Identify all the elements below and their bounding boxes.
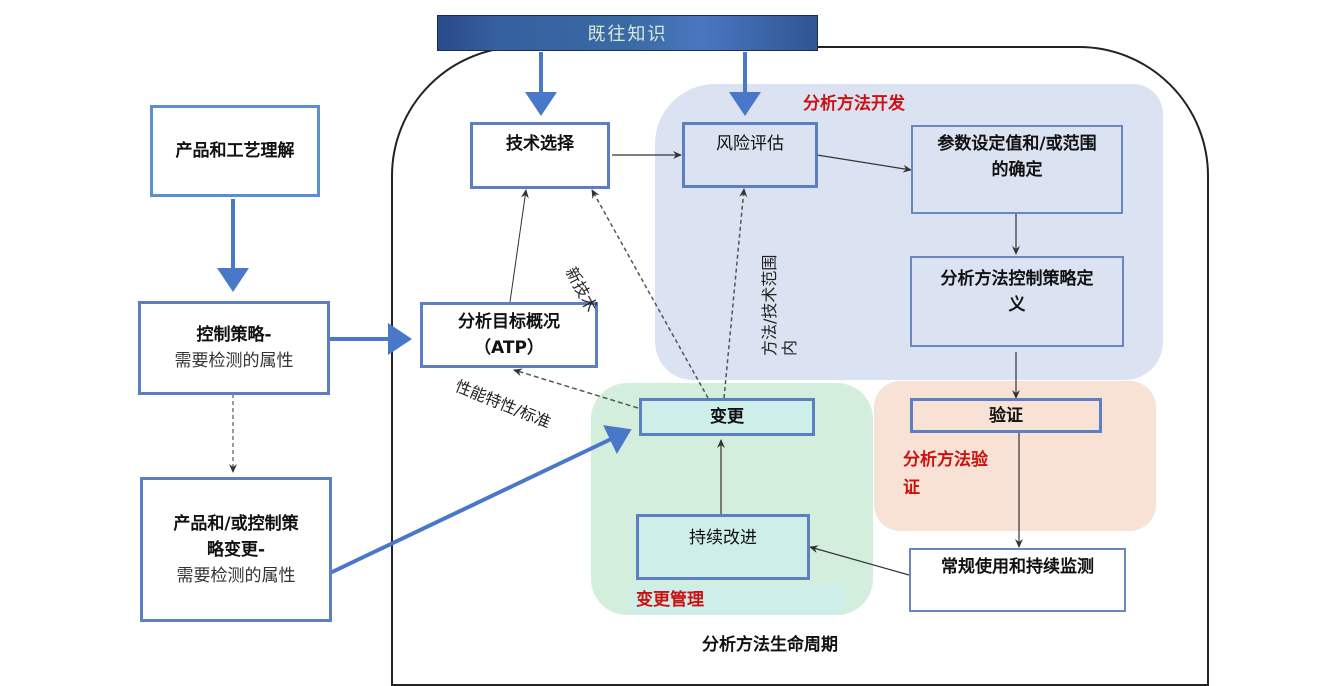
lifecycle-title: 分析方法生命周期 bbox=[692, 630, 848, 655]
method-development-label: 分析方法开发 bbox=[803, 94, 905, 114]
parameters-box: 参数设定值和/或范围 的确定 bbox=[911, 125, 1123, 214]
tech-selection-box: 技术选择 bbox=[470, 122, 610, 189]
control-strategy-definition-line2: 义 bbox=[1008, 295, 1026, 315]
product-process-understanding-box: 产品和工艺理解 bbox=[150, 105, 320, 197]
within-scope-label: 方法/技术范围 内 bbox=[760, 255, 800, 356]
within-scope-label-line2: 内 bbox=[780, 339, 799, 356]
connectors bbox=[217, 52, 1023, 576]
risk-assessment-label: 风险评估 bbox=[716, 134, 784, 154]
atp-box: 分析目标概况 （ATP） bbox=[420, 302, 598, 368]
change-management-label: 变更管理 bbox=[636, 590, 704, 610]
change-strategy-title-line2: 略变更- bbox=[206, 539, 266, 560]
control-strategy-box: 控制策略- 需要检测的属性 bbox=[138, 301, 330, 395]
control-strategy-definition-box: 分析方法控制策略定 义 bbox=[910, 256, 1124, 347]
routine-use-label: 常规使用和持续监测 bbox=[941, 557, 1094, 577]
atp-label-line1: 分析目标概况 bbox=[458, 312, 560, 332]
tech-selection-label: 技术选择 bbox=[506, 134, 574, 154]
atp-label-line2: （ATP） bbox=[474, 338, 544, 358]
continuous-improvement-label: 持续改进 bbox=[689, 528, 757, 548]
validation-label: 验证 bbox=[989, 405, 1023, 426]
control-strategy-subtitle: 需要检测的属性 bbox=[174, 351, 294, 371]
arrow-risk-to-params bbox=[816, 154, 912, 173]
change-strategy-subtitle: 需要检测的属性 bbox=[176, 565, 296, 586]
validation-box: 验证 bbox=[910, 398, 1102, 433]
method-validation-label-line2: 证 bbox=[903, 478, 920, 498]
change-management-label-bg bbox=[632, 585, 844, 615]
change-label: 变更 bbox=[710, 407, 744, 427]
parameters-label-line1: 参数设定值和/或范围 bbox=[937, 134, 1097, 154]
arrow-atp-to-tech bbox=[509, 189, 529, 303]
dashed-change-to-risk bbox=[723, 188, 748, 399]
change-box: 变更 bbox=[639, 398, 815, 436]
prior-knowledge-label: 既往知识 bbox=[587, 24, 668, 45]
arrow-routine-to-improvement bbox=[809, 545, 910, 576]
product-process-understanding-label: 产品和工艺理解 bbox=[175, 141, 295, 161]
arrow-change-strategy-to-change bbox=[329, 425, 632, 575]
prior-knowledge-header: 既往知识 bbox=[437, 15, 818, 51]
method-validation-label-line1: 分析方法验 bbox=[903, 450, 988, 470]
change-strategy-title-line1: 产品和/或控制策 bbox=[173, 513, 299, 534]
within-scope-label-line1: 方法/技术范围 bbox=[760, 254, 779, 356]
risk-assessment-box: 风险评估 bbox=[682, 122, 818, 188]
control-strategy-definition-line1: 分析方法控制策略定 bbox=[940, 269, 1094, 289]
dashed-change-to-atp bbox=[513, 368, 639, 409]
parameters-label-line2: 的确定 bbox=[991, 160, 1043, 180]
continuous-improvement-box: 持续改进 bbox=[636, 514, 810, 580]
change-strategy-box: 产品和/或控制策 略变更- 需要检测的属性 bbox=[140, 477, 332, 622]
control-strategy-title: 控制策略- bbox=[196, 325, 272, 345]
dashed-change-to-tech bbox=[591, 189, 709, 399]
routine-use-box: 常规使用和持续监测 bbox=[909, 548, 1126, 612]
